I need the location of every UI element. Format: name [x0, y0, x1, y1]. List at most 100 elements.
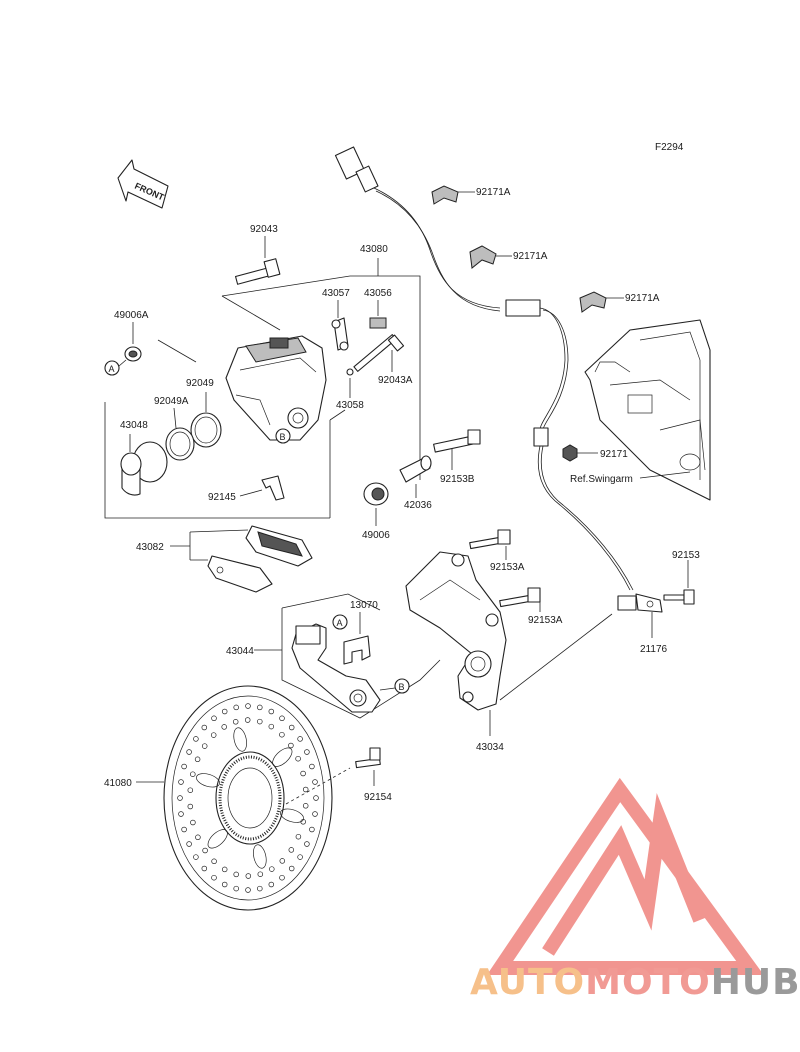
label-92043a: 92043A	[378, 375, 413, 386]
label-92171a-2: 92171A	[513, 251, 548, 262]
label-41080: 41080	[104, 778, 132, 789]
disc-hole	[312, 779, 318, 785]
ref-swingarm-label: Ref.Swingarm	[570, 474, 633, 485]
label-42036: 42036	[404, 500, 432, 511]
label-92049: 92049	[186, 378, 214, 389]
disc-hole	[297, 736, 303, 742]
brake-disc-41080	[163, 685, 333, 911]
cap-43056	[369, 317, 387, 329]
disc-spoke-cutout	[272, 747, 293, 767]
disc-hole	[186, 749, 192, 755]
disc-hole	[288, 724, 295, 731]
disc-hole	[302, 803, 309, 809]
sleeve-42036	[399, 455, 432, 483]
clip-92171a-3	[579, 291, 607, 313]
disc-spoke-cutout	[207, 829, 228, 849]
clip-92171a-1	[431, 185, 459, 205]
disc-hole	[269, 866, 275, 872]
disc-hole	[295, 755, 301, 762]
disc-hole	[221, 724, 227, 730]
disc-hole	[211, 715, 217, 722]
disc-hole	[202, 847, 208, 854]
label-49006a: 49006A	[114, 310, 149, 321]
callout-a-holder	[332, 614, 348, 630]
disc-hole	[193, 736, 199, 742]
label-92043: 92043	[250, 224, 278, 235]
disc-hole	[178, 811, 184, 817]
disc-hole	[279, 715, 285, 722]
label-92154: 92154	[364, 792, 392, 803]
disc-hole	[288, 865, 295, 872]
label-92153a-1: 92153A	[490, 562, 525, 573]
disc-hole	[187, 787, 194, 793]
caliper-body	[225, 335, 327, 441]
bolt-92153	[663, 589, 695, 605]
label-92171a-1: 92171A	[476, 187, 511, 198]
holder-43044	[291, 623, 381, 713]
disc-spoke-cutout	[233, 727, 247, 752]
callout-b-holder	[394, 678, 410, 694]
callout-b-caliper	[275, 428, 291, 444]
callout-a-caliper	[104, 360, 120, 376]
label-43048: 43048	[120, 420, 148, 431]
bolt-92153a-1	[469, 529, 511, 550]
seal-92049a	[165, 427, 195, 461]
disc-hole	[268, 881, 275, 888]
disc-hole	[309, 763, 315, 770]
disc-hole	[313, 795, 319, 801]
watermark-text-auto: AUTO	[470, 962, 586, 1003]
label-92049a: 92049A	[154, 396, 189, 407]
watermark-text-hub: HUB	[710, 962, 800, 1003]
label-92153a-2: 92153A	[528, 615, 563, 626]
label-43044: 43044	[226, 646, 254, 657]
disc-hole	[304, 841, 310, 847]
label-43082: 43082	[136, 542, 164, 553]
disc-hole	[245, 873, 252, 879]
watermark-text: AUTOMOTOHUB	[470, 958, 800, 1008]
disc-hole	[279, 858, 286, 864]
label-13070: 13070	[350, 600, 378, 611]
disc-hole	[233, 871, 239, 878]
disc-hole	[193, 854, 199, 860]
disc-hole	[268, 708, 275, 715]
disc-spoke-cutout	[196, 773, 220, 788]
label-43056: 43056	[364, 288, 392, 299]
spring-92145	[261, 475, 285, 501]
disc-hole	[288, 742, 294, 749]
figure-code: F2294	[655, 142, 684, 153]
bolt-92043	[234, 258, 281, 285]
disc-hole	[201, 865, 208, 872]
disc-hole	[302, 786, 309, 793]
label-92145: 92145	[208, 492, 236, 503]
disc-hole	[221, 708, 228, 715]
boot-49006	[363, 482, 389, 506]
disc-hole	[257, 885, 263, 892]
disc-hole	[195, 834, 201, 841]
disc-hole	[187, 803, 194, 810]
disc-hole	[257, 718, 263, 725]
disc-hole	[221, 866, 228, 873]
disc-hole	[211, 874, 217, 881]
seal-43058	[346, 368, 354, 376]
disc-hole	[186, 841, 192, 847]
holder-group-outline	[281, 593, 441, 719]
pin-92043a	[353, 334, 405, 372]
callout-b-holder-letter: B	[399, 682, 405, 692]
disc-hole	[300, 770, 306, 777]
disc-spoke-cutout	[280, 808, 304, 823]
label-92153: 92153	[672, 550, 700, 561]
bolt-92153b	[433, 429, 481, 453]
label-43057: 43057	[322, 288, 350, 299]
bracket-43034	[405, 551, 507, 711]
piston-43048	[120, 441, 168, 496]
callout-a-caliper-letter: A	[109, 364, 115, 374]
disc-hole	[233, 704, 239, 711]
watermark-text-moto: MOTO	[585, 962, 711, 1003]
disc-hole	[309, 826, 315, 833]
bolt-92171	[562, 444, 578, 462]
label-21176: 21176	[640, 644, 668, 655]
disc-hole	[245, 887, 251, 893]
disc-hole	[233, 885, 239, 892]
disc-hole	[190, 819, 196, 826]
disc-hole	[210, 732, 217, 738]
